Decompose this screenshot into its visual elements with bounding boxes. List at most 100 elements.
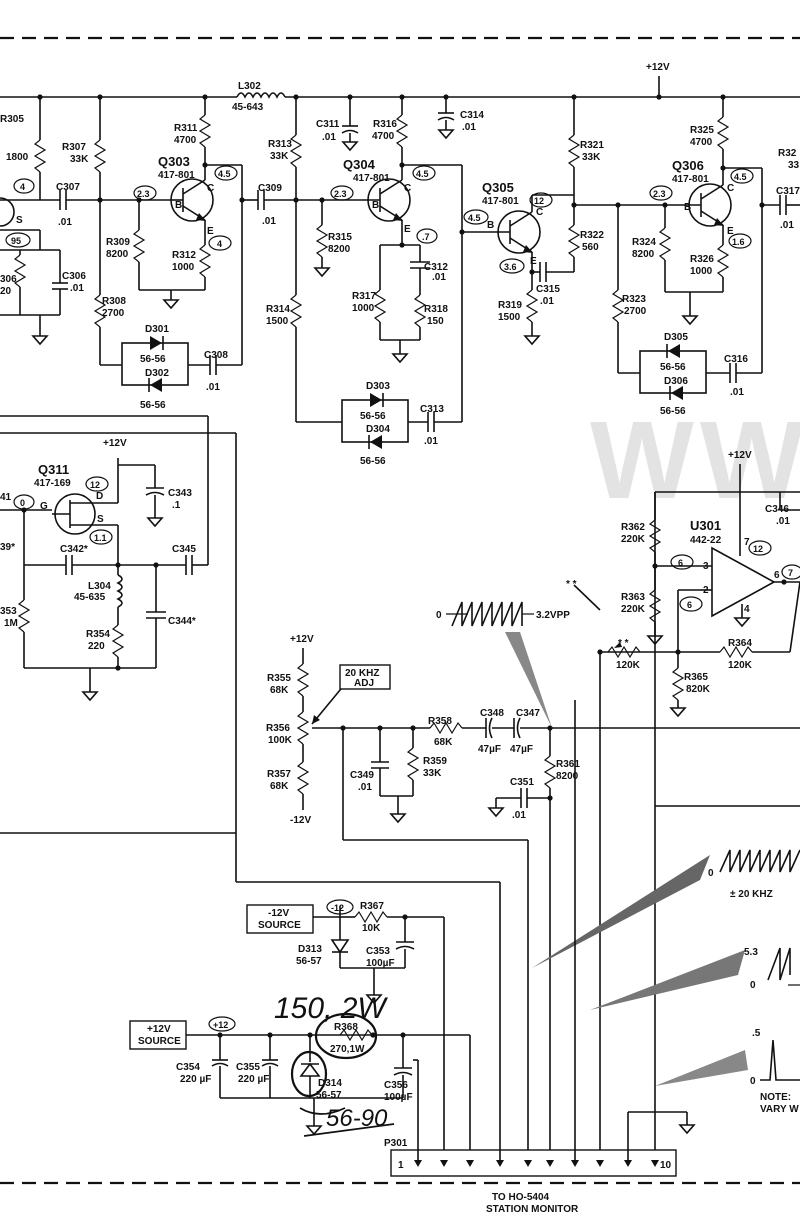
d303-name: D303 <box>366 381 390 392</box>
r309-value: 8200 <box>106 249 129 260</box>
connector-dest-line2: STATION MONITOR <box>486 1204 579 1215</box>
q305-base-label: B <box>487 220 494 231</box>
c353-name: C353 <box>366 946 390 957</box>
c307-name: C307 <box>56 182 80 193</box>
connector-pin10: 10 <box>660 1160 672 1171</box>
left-20-partial: 20 <box>0 286 12 297</box>
d304-name: D304 <box>366 424 390 435</box>
q303-emitter-label: E <box>207 226 214 237</box>
q305-part: 417-801 <box>482 196 519 207</box>
d303-value: 56-56 <box>360 411 386 422</box>
c349-value: .01 <box>358 782 372 793</box>
q306-name: Q306 <box>672 158 704 173</box>
r312-name: R312 <box>172 250 196 261</box>
sweep-supply-plus: +12V <box>290 634 314 645</box>
q306-base-label: B <box>684 202 691 213</box>
c356-value: 100µF <box>384 1092 413 1103</box>
c314-value: .01 <box>462 122 476 133</box>
r307-value: 33K <box>70 154 89 165</box>
u301-pin2-voltage: 6 <box>687 600 692 610</box>
r307-name: R307 <box>62 142 86 153</box>
handwritten-d314-value: 56-90 <box>326 1105 388 1132</box>
c343-value: .1 <box>172 500 181 511</box>
r365-value: 820K <box>686 684 711 695</box>
q311-supply: +12V <box>103 438 127 449</box>
u301-pin3-voltage: 6 <box>678 558 683 568</box>
r367-value: 10K <box>362 923 381 934</box>
c315-value: .01 <box>540 296 554 307</box>
c349-name: C349 <box>350 770 374 781</box>
r326-value: 1000 <box>690 266 713 277</box>
minus12-node-voltage: -12 <box>331 903 344 913</box>
r32x-partial-name: R32 <box>778 148 797 159</box>
connector-dest-line1: TO HO-5404 <box>492 1192 549 1203</box>
d306-name: D306 <box>664 376 688 387</box>
d301-name: D301 <box>145 324 169 335</box>
q304-collector-label: C <box>404 183 411 194</box>
r363-value: 220K <box>621 604 646 615</box>
c342-name: C342* <box>60 544 88 555</box>
r316-name: R316 <box>373 119 397 130</box>
q311-name: Q311 <box>38 462 69 477</box>
c356-name: C356 <box>384 1080 408 1091</box>
r324-name: R324 <box>632 237 656 248</box>
r309-name: R309 <box>106 237 130 248</box>
c354-name: C354 <box>176 1062 200 1073</box>
r355-value: 68K <box>270 685 289 696</box>
d314-value: 56-57 <box>316 1090 342 1101</box>
adj-label-line2: ADJ <box>354 678 374 689</box>
r364-name: R364 <box>728 638 752 649</box>
c317-name: C317 <box>776 186 800 197</box>
l302-name: L302 <box>238 81 261 92</box>
q311-s-label: S <box>97 514 104 525</box>
q304-part: 417-801 <box>353 173 390 184</box>
r368-value: 270,1W <box>330 1044 365 1055</box>
r319-name: R319 <box>498 300 522 311</box>
c317-value: .01 <box>780 220 794 231</box>
r354-value: 220 <box>88 641 105 652</box>
q305-emitter-label: E <box>530 256 537 267</box>
q311-g-label: G <box>40 501 48 512</box>
r322-value: 560 <box>582 242 599 253</box>
c313-value: .01 <box>424 436 438 447</box>
r363-name: R363 <box>621 592 645 603</box>
d313-name: D313 <box>298 944 322 955</box>
r325-name: R325 <box>690 125 714 136</box>
c309-name: C309 <box>258 183 282 194</box>
left-41-partial: 41 <box>0 492 12 503</box>
r356-value: 100K <box>268 735 293 746</box>
r325-value: 4700 <box>690 137 713 148</box>
c308-value: .01 <box>206 382 220 393</box>
waveform-notes <box>532 849 800 1086</box>
q303-base-voltage: 2.3 <box>137 189 150 199</box>
r358-value: 68K <box>434 737 453 748</box>
r314-name: R314 <box>266 304 290 315</box>
u301-out-voltage: 7 <box>788 568 793 578</box>
q305-base-voltage: 4.5 <box>468 213 481 223</box>
adj-label-line1: 20 KHZ <box>345 668 379 679</box>
c351-name: C351 <box>510 777 534 788</box>
q306-part: 417-801 <box>672 174 709 185</box>
c313-name: C313 <box>420 404 444 415</box>
q304-emitter-label: E <box>404 224 411 235</box>
d314-name: D314 <box>318 1078 342 1089</box>
r355-name: R355 <box>267 673 291 684</box>
wave-c-level: 5.3 <box>744 947 758 958</box>
r368-name: R368 <box>334 1022 358 1033</box>
q311-d-label: D <box>96 491 103 502</box>
c354-value: 220 µF <box>180 1074 211 1085</box>
watermark: WWW <box>590 399 800 522</box>
d305-value: 56-56 <box>660 362 686 373</box>
wave-a-vpp: 3.2VPP <box>536 610 570 621</box>
src-plus-line2: SOURCE <box>138 1036 181 1047</box>
r357-value: 68K <box>270 781 289 792</box>
q303-base-label: B <box>175 200 182 211</box>
r32x-partial-value: 33 <box>788 160 800 171</box>
u301-pin3-label: 3 <box>703 561 709 572</box>
q304-base-label: B <box>372 200 379 211</box>
r314-value: 1500 <box>266 316 289 327</box>
r362-name: R362 <box>621 522 645 533</box>
c348-name: C348 <box>480 708 504 719</box>
r317-name: R317 <box>352 291 376 302</box>
l304-value: 45-635 <box>74 592 106 603</box>
